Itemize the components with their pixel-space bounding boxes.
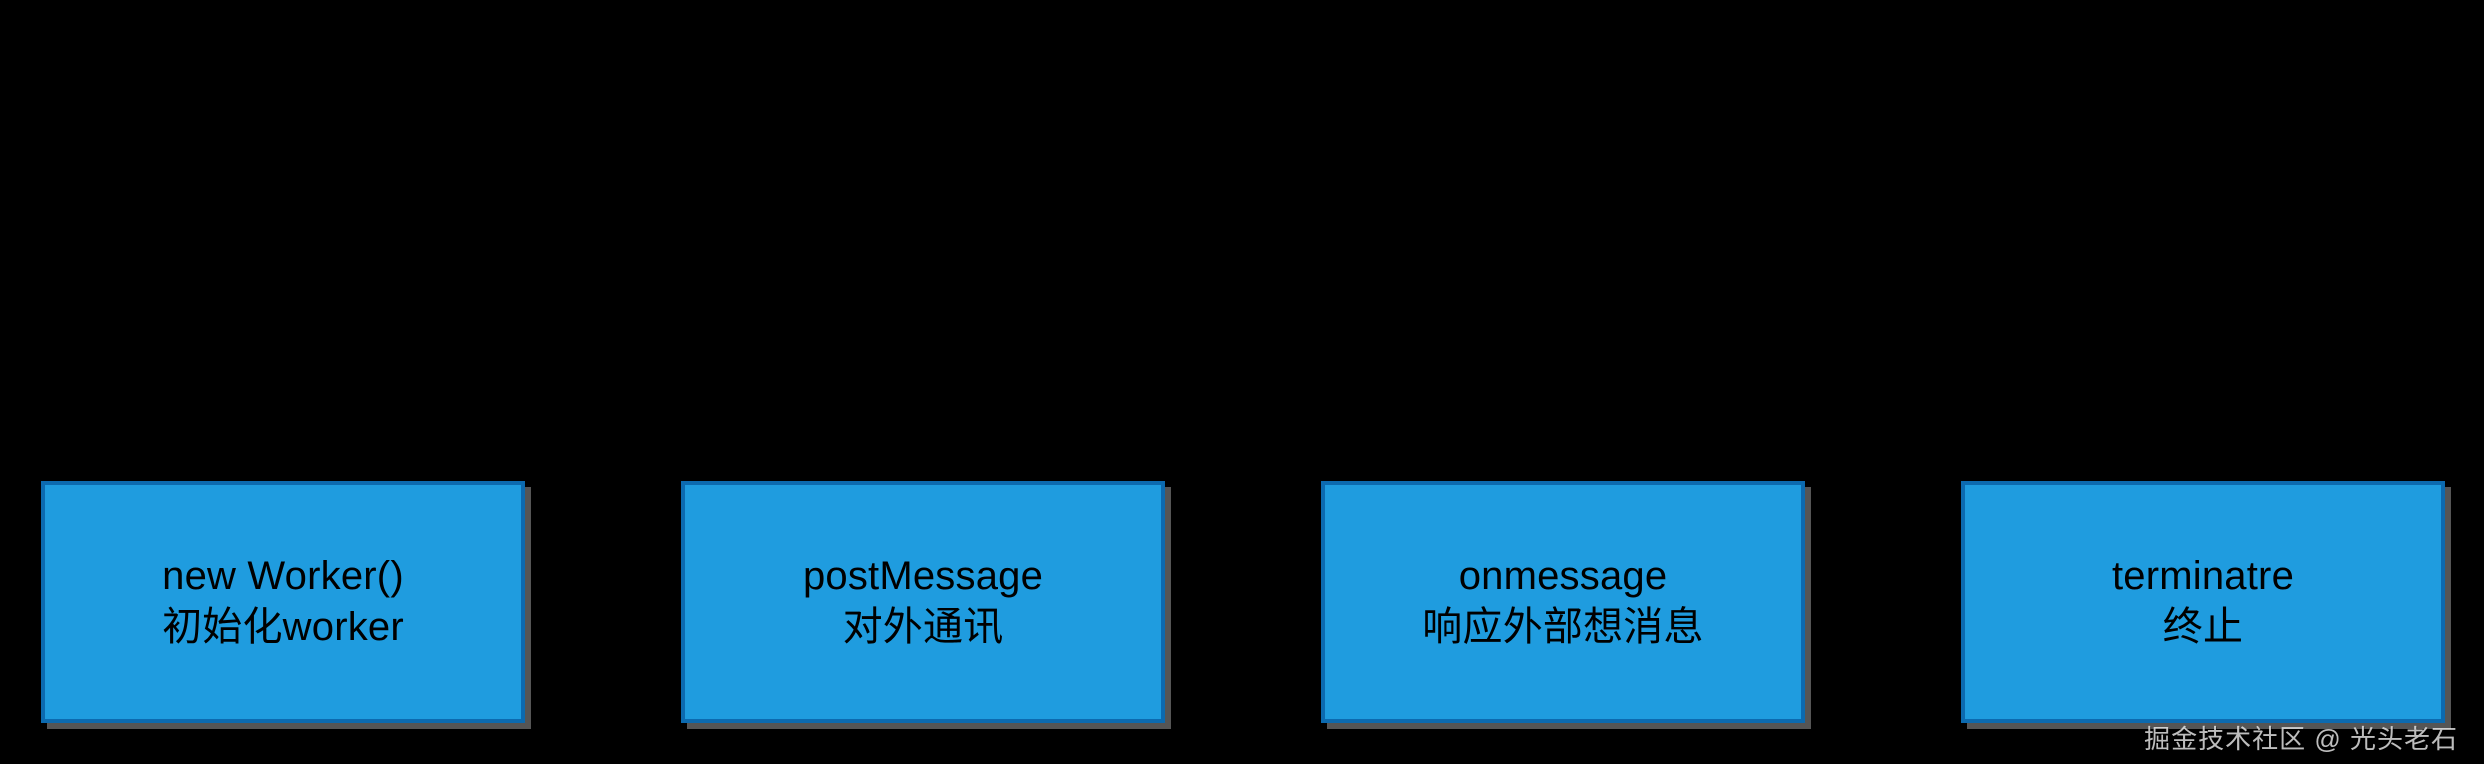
node-secondary-label: 对外通讯 bbox=[842, 605, 1004, 649]
node-primary-label: new Worker() bbox=[162, 554, 404, 599]
node-primary-label: postMessage bbox=[802, 554, 1044, 599]
diagram-node-terminate[interactable]: terminatre 终止 bbox=[1961, 481, 2445, 723]
diagram-node-onmessage[interactable]: onmessage 响应外部想消息 bbox=[1321, 481, 1805, 723]
node-secondary-label: 初始化worker bbox=[162, 605, 404, 649]
diagram-node-post-message[interactable]: postMessage 对外通讯 bbox=[681, 481, 1165, 723]
watermark-text: 掘金技术社区 @ 光头老石 bbox=[2144, 724, 2458, 754]
node-primary-label: terminatre bbox=[2111, 554, 2295, 599]
node-secondary-label: 终止 bbox=[2162, 605, 2244, 649]
node-secondary-label: 响应外部想消息 bbox=[1422, 605, 1704, 649]
node-primary-label: onmessage bbox=[1458, 554, 1668, 599]
diagram-node-new-worker[interactable]: new Worker() 初始化worker bbox=[41, 481, 525, 723]
